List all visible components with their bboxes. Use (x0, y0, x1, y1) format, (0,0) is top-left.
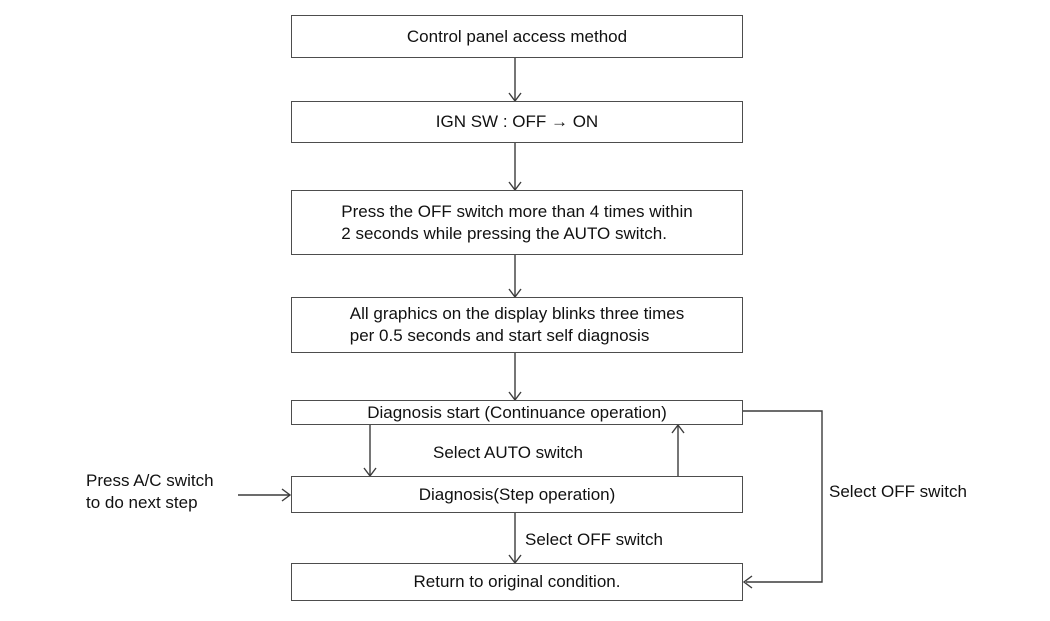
edge-label-select-off-switch-right: Select OFF switch (829, 482, 967, 501)
flow-box-diagnosis-step-operation: Diagnosis(Step operation) (291, 476, 743, 513)
flow-box-text: IGN SW : OFF → ON (435, 112, 599, 131)
flow-box-text: Return to original condition. (413, 572, 621, 591)
flow-box-graphics-blink: All graphics on the display blinks three… (291, 297, 743, 353)
arrow-box4-to-box5 (508, 353, 522, 402)
flow-box-diagnosis-start-continuance: Diagnosis start (Continuance operation) (291, 400, 743, 425)
flow-box-text: Press the OFF switch more than 4 times w… (341, 201, 693, 243)
flow-box-text: All graphics on the display blinks three… (349, 304, 685, 345)
arrow-box1-to-box2 (508, 58, 522, 103)
arrow-loop-diagnosis-start-to-return (742, 410, 823, 589)
arrow-box2-to-box3 (508, 143, 522, 192)
flow-box-text: Diagnosis start (Continuance operation) (367, 402, 667, 422)
edge-label-select-auto-switch: Select AUTO switch (433, 443, 583, 462)
edge-label-press-ac-switch: Press A/C switch to do next step (86, 471, 214, 512)
arrow-step-to-diagnosis-start (671, 423, 685, 476)
flow-box-ign-sw-off-on: IGN SW : OFF → ON (291, 101, 743, 143)
flow-box-return-to-original-condition: Return to original condition. (291, 563, 743, 601)
arrow-box6-to-box7 (508, 513, 522, 565)
flow-box-control-panel-access-method: Control panel access method (291, 15, 743, 58)
flow-box-text: Diagnosis(Step operation) (418, 484, 616, 504)
arrow-box3-to-box4 (508, 255, 522, 299)
flow-box-press-off-switch: Press the OFF switch more than 4 times w… (291, 190, 743, 255)
arrow-diagnosis-start-to-step (363, 425, 377, 478)
edge-label-select-off-switch-bottom: Select OFF switch (525, 530, 663, 549)
flow-box-text: Control panel access method (406, 26, 628, 46)
arrow-press-ac-into-step (238, 488, 292, 502)
